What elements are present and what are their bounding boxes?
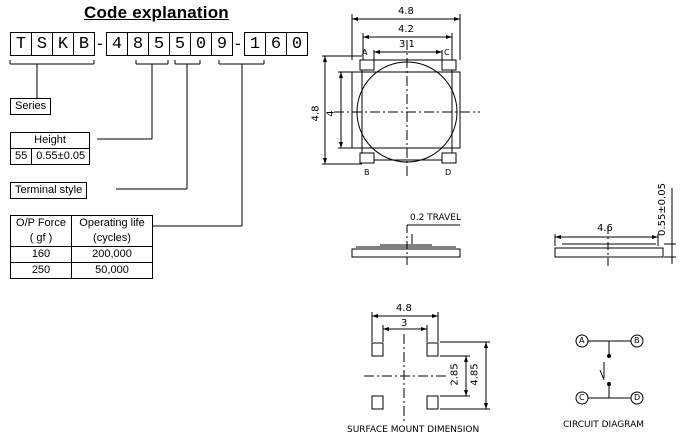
mount-arrows [372, 314, 488, 409]
side-view2-arrows [555, 235, 658, 239]
circuit-nodes [607, 354, 611, 386]
mount-width: 4.8 [396, 303, 412, 314]
side-height: 0.55±0.05 [656, 183, 668, 236]
mount-caption: SURFACE MOUNT DIMENSION [347, 425, 480, 435]
life-value: 200,000 [71, 246, 153, 263]
circuit-caption: CIRCUIT DIAGRAM [563, 420, 644, 430]
life-value: 50,000 [71, 262, 153, 279]
side-width: 4.6 [597, 223, 613, 234]
height-table: Height 55 0.55±0.05 [9, 132, 91, 165]
force-value: 250 [10, 262, 72, 279]
circuit-b: B [634, 336, 640, 345]
dim-inner-width: 3.1 [399, 39, 415, 50]
circuit-c: C [579, 393, 585, 402]
top-view-arrows [323, 17, 460, 164]
terminal-d-label: D [445, 168, 452, 177]
mount-h-outer: 4.85 [469, 363, 481, 386]
dim-mid-width: 4.2 [398, 24, 414, 35]
life-header-line2: (cycles) [93, 232, 131, 244]
terminal-c-label: C [444, 48, 450, 57]
terminal-a-label: A [362, 48, 368, 57]
mount-inner: 3 [401, 318, 408, 329]
dim-inner-height: 4 [325, 110, 337, 117]
dim-height: 4.8 [310, 105, 322, 122]
code-char: 9 [211, 32, 233, 56]
height-header: Height [9, 132, 91, 149]
code-dash: - [235, 34, 241, 53]
code-dash: - [97, 34, 103, 53]
side-view-drawing [351, 224, 461, 266]
force-header-line1: O/P Force [16, 217, 66, 229]
force-table: O/P Force ( gf ) Operating life (cycles)… [10, 215, 153, 279]
page-title: Code explanation [84, 3, 229, 22]
side-view2-drawing [554, 188, 676, 268]
circuit-d: D [634, 393, 641, 402]
code-char: 0 [286, 32, 308, 56]
code-leaders [9, 60, 265, 227]
force-header: O/P Force ( gf ) [10, 215, 72, 247]
code-char: B [73, 32, 95, 56]
terminal-b-label: B [364, 168, 370, 177]
mount-drawing [364, 312, 490, 422]
circuit-drawing [575, 334, 644, 405]
life-header-line1: Operating life [79, 217, 145, 229]
mount-h-inner: 2.85 [449, 363, 461, 386]
table-row: 250 50,000 [10, 262, 153, 279]
circuit-a: A [579, 336, 585, 345]
dim-outer-width: 4.8 [398, 6, 414, 17]
terminal-label: Terminal style [10, 182, 88, 199]
height-code: 55 [9, 148, 33, 165]
force-header-line2: ( gf ) [29, 232, 53, 244]
height-value: 0.55±0.05 [31, 148, 91, 165]
travel-label: 0.2 TRAVEL [410, 213, 461, 223]
force-value: 160 [10, 246, 72, 263]
table-row: 160 200,000 [10, 246, 153, 263]
life-header: Operating life (cycles) [71, 215, 153, 247]
series-label: Series [10, 98, 52, 115]
top-view-drawing [322, 14, 480, 178]
